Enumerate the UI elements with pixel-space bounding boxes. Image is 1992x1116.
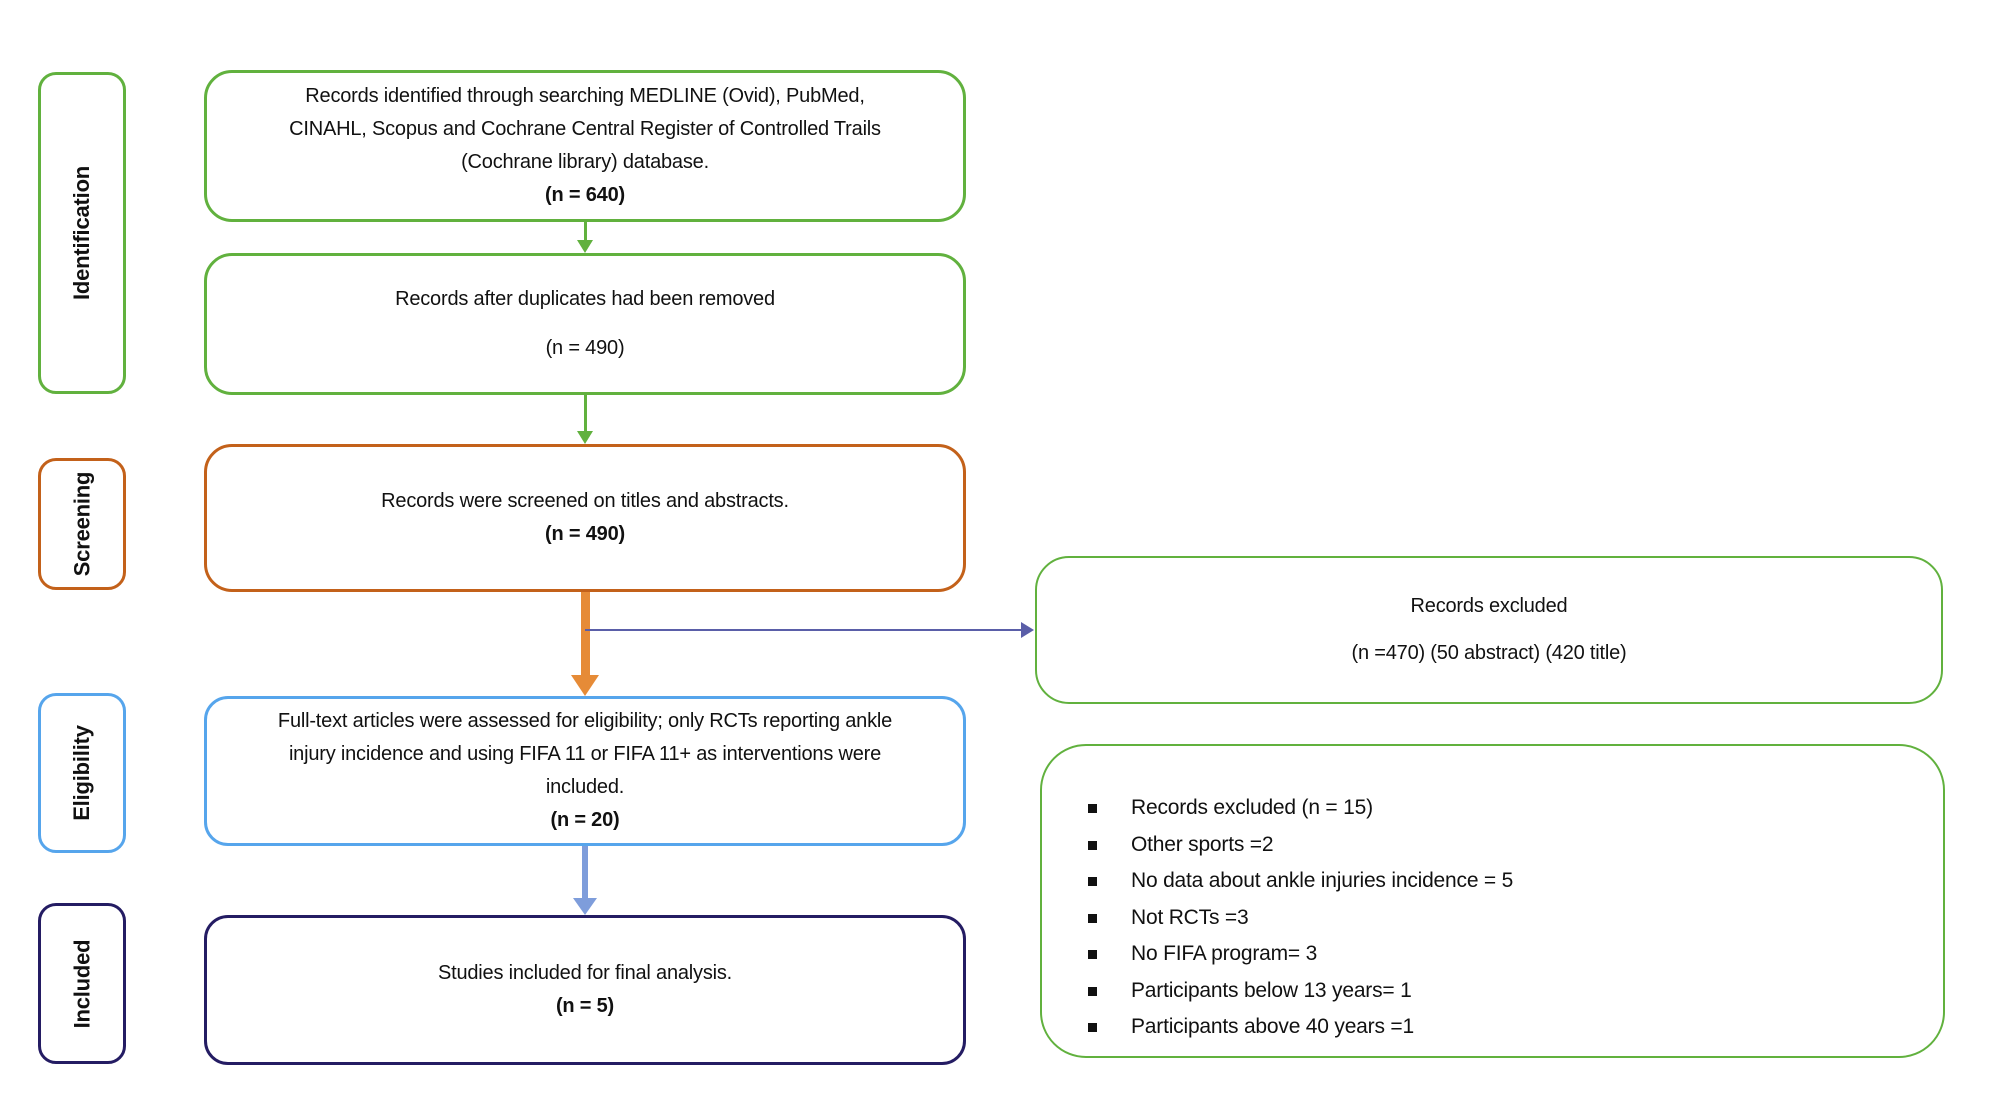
records-excluded-box: Records excluded (n =470) (50 abstract) … [1035, 556, 1943, 704]
records-identified-box: Records identified through searching MED… [204, 70, 966, 222]
bullet-square-icon [1088, 1023, 1097, 1032]
arrowhead-down-icon [577, 240, 593, 253]
records-identified-count: (n = 640) [545, 184, 625, 206]
list-item: No FIFA program= 3 [1088, 942, 1903, 979]
records-screened-count: (n = 490) [545, 523, 625, 545]
bullet-square-icon [1088, 877, 1097, 886]
duplicates-removed-count: (n = 490) [545, 337, 625, 359]
records-screened-text: Records were screened on titles and abst… [381, 490, 789, 512]
arrow-fulltext-to-final [573, 846, 597, 915]
stage-label-identification: Identification [38, 72, 126, 394]
arrowhead-down-icon [577, 431, 593, 444]
studies-included-box: Studies included for final analysis. (n … [204, 915, 966, 1065]
reason-text: Participants below 13 years= 1 [1131, 978, 1412, 1002]
fulltext-assessed-count: (n = 20) [550, 809, 620, 831]
studies-included-text: Studies included for final analysis. [437, 962, 733, 984]
stage-label-text: Identification [69, 165, 94, 301]
arrow-duplicates-to-screened [577, 395, 593, 444]
fulltext-assessed-box: Full-text articles were assessed for eli… [204, 696, 966, 846]
arrow-identified-to-duplicates [577, 222, 593, 253]
stage-label-screening: Screening [38, 458, 126, 590]
list-item: Not RCTs =3 [1088, 906, 1903, 943]
records-excluded-detail: (n =470) (50 abstract) (420 title) [1351, 642, 1627, 664]
list-item: Records excluded (n = 15) [1088, 796, 1903, 833]
list-item: No data about ankle injuries incidence =… [1088, 869, 1903, 906]
records-screened-box: Records were screened on titles and abst… [204, 444, 966, 592]
duplicates-removed-text: Records after duplicates had been remove… [395, 288, 775, 310]
list-item: Other sports =2 [1088, 833, 1903, 870]
reason-text: Other sports =2 [1131, 832, 1274, 856]
records-identified-text: Records identified through searching MED… [289, 85, 881, 173]
records-excluded-title: Records excluded [1410, 595, 1568, 617]
bullet-square-icon [1088, 950, 1097, 959]
reason-text: Records excluded (n = 15) [1131, 796, 1373, 819]
bullet-square-icon [1088, 913, 1097, 923]
reason-text: Participants above 40 years =1 [1131, 1015, 1414, 1038]
stage-label-eligibility: Eligibility [38, 693, 126, 853]
list-item: Participants below 13 years= 1 [1088, 979, 1903, 1016]
stage-label-text: Eligibility [69, 725, 94, 821]
fulltext-assessed-text: Full-text articles were assessed for eli… [277, 710, 893, 798]
bullet-square-icon [1088, 804, 1097, 813]
stage-label-text: Included [69, 939, 95, 1028]
bullet-square-icon [1088, 986, 1097, 996]
arrow-screened-to-fulltext [571, 592, 599, 696]
reason-text: No data about ankle injuries incidence =… [1131, 869, 1514, 892]
stage-label-text: Screening [69, 471, 95, 577]
arrowhead-right-icon [1021, 622, 1034, 638]
bullet-square-icon [1088, 840, 1097, 850]
connector-to-records-excluded [585, 622, 1034, 638]
reason-text: Not RCTs =3 [1131, 905, 1249, 929]
studies-included-count: (n = 5) [555, 995, 615, 1017]
arrowhead-down-icon [571, 675, 599, 696]
stage-label-included: Included [38, 903, 126, 1064]
arrowhead-down-icon [573, 898, 597, 915]
duplicates-removed-box: Records after duplicates had been remove… [204, 253, 966, 395]
exclusion-reasons-box: Records excluded (n = 15) Other sports =… [1040, 744, 1945, 1058]
reason-text: No FIFA program= 3 [1131, 942, 1318, 965]
list-item: Participants above 40 years =1 [1088, 1015, 1903, 1052]
